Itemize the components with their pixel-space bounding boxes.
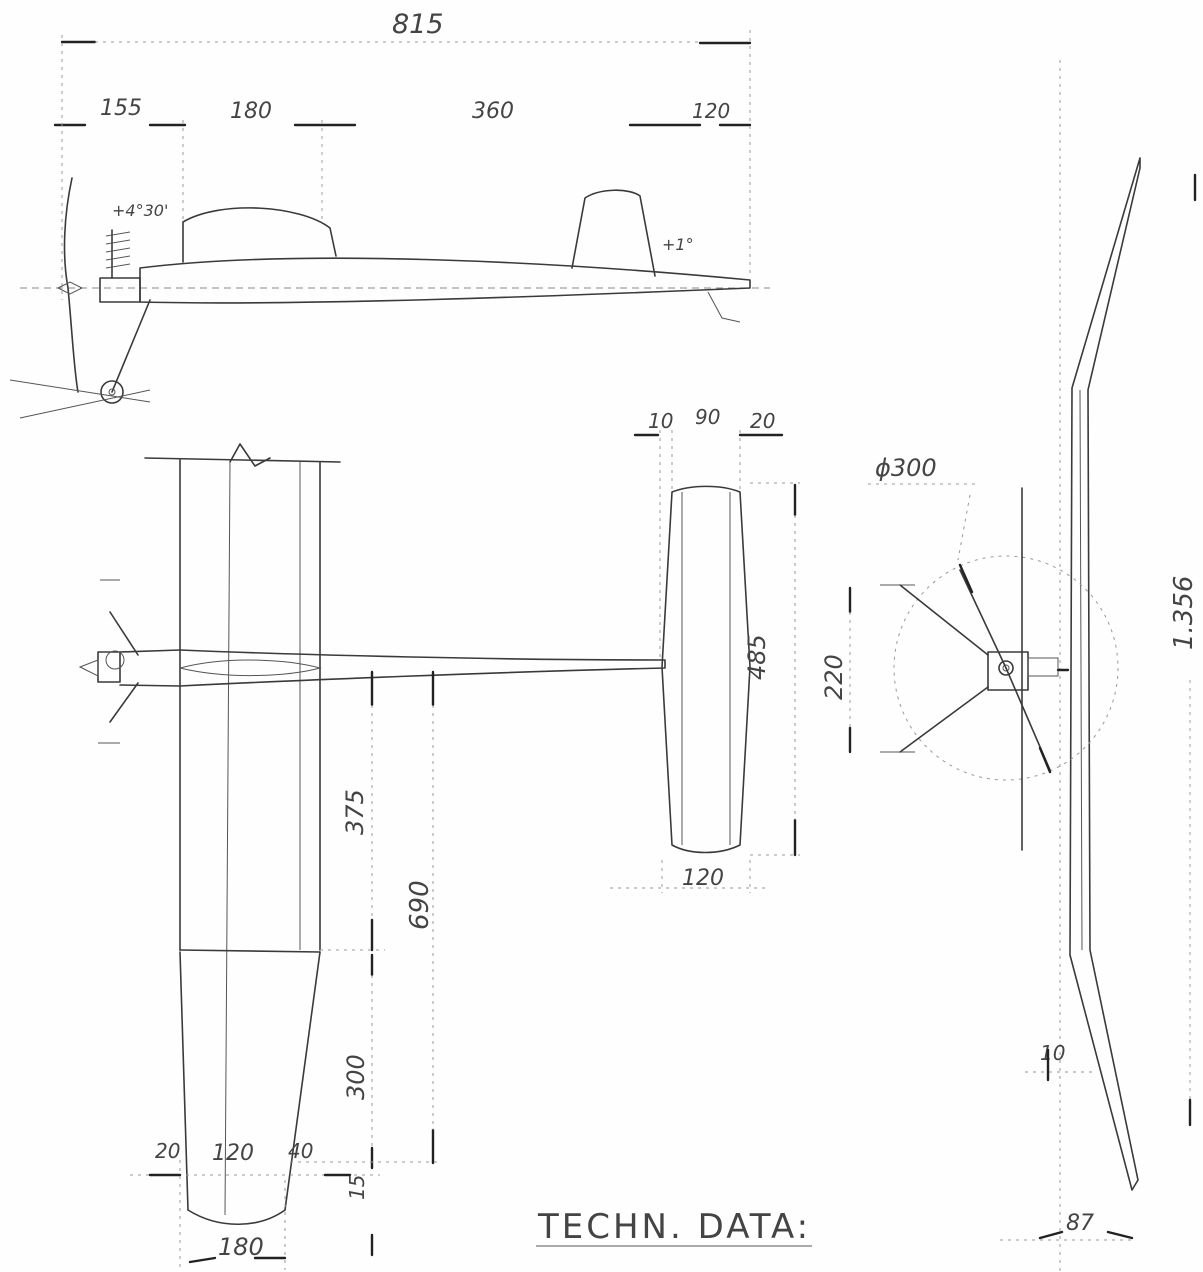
wing-half-span-dim: 690 [405, 880, 435, 930]
gear-height-dim: 220 [820, 654, 848, 700]
stab-dim-c: 20 [750, 409, 775, 433]
dihedral-run-dim: 87 [1066, 1211, 1094, 1236]
wing-front [1069, 157, 1141, 1191]
tail-skid [707, 291, 741, 323]
stab-dim-a: 10 [648, 409, 673, 433]
propeller-blade [63, 177, 79, 393]
nose-length-dim: 155 [100, 96, 142, 121]
root-chord-dim: 180 [218, 1233, 264, 1261]
stab-chord-dim: 120 [692, 99, 730, 123]
stabilizer [661, 485, 751, 854]
tip-chord-dim: 120 [212, 1141, 254, 1166]
stab-chord-dim: 120 [682, 866, 724, 891]
wing-tip-panel [179, 951, 321, 1211]
wing-incidence-label: +4°30' [112, 201, 168, 220]
prop-diameter-label: ϕ300 [875, 454, 937, 482]
tip-panel-dim: 300 [342, 1054, 370, 1100]
top-view: 10 90 20 485 120 375 690 300 15 20 120 [78, 405, 800, 1270]
wheel-icon [100, 380, 124, 404]
center-panel-dim: 375 [341, 789, 369, 835]
stab-incidence-label: +1° [662, 235, 694, 254]
technical-data-title: TECHN. DATA: [537, 1207, 811, 1247]
side-view: 815 155 180 360 120 +4°30' +1° [9, 9, 770, 419]
wing-chord-dim: 180 [230, 99, 272, 124]
wing-pylon [182, 207, 337, 263]
tip-offset-b: 40 [288, 1139, 313, 1163]
fin [571, 189, 656, 277]
stab-span-dim: 485 [743, 634, 771, 680]
front-view: ϕ300 220 1.356 10 87 [820, 60, 1199, 1272]
stab-dim-b: 90 [695, 405, 720, 429]
dihedral-dim: 10 [1040, 1041, 1065, 1065]
wingspan-dim: 1.356 [1169, 576, 1199, 650]
prop-disc [893, 555, 1119, 781]
tip-end-dim: 15 [345, 1175, 369, 1200]
tail-moment-dim: 360 [472, 99, 514, 124]
break-mark [229, 443, 271, 467]
fuselage-top [179, 649, 666, 687]
engine [99, 277, 141, 303]
spinner-icon [56, 281, 84, 295]
wing-tip [187, 1209, 286, 1225]
tip-offset-a: 20 [155, 1139, 180, 1163]
overall-length-dim: 815 [392, 9, 444, 40]
fuselage-side [139, 257, 751, 304]
